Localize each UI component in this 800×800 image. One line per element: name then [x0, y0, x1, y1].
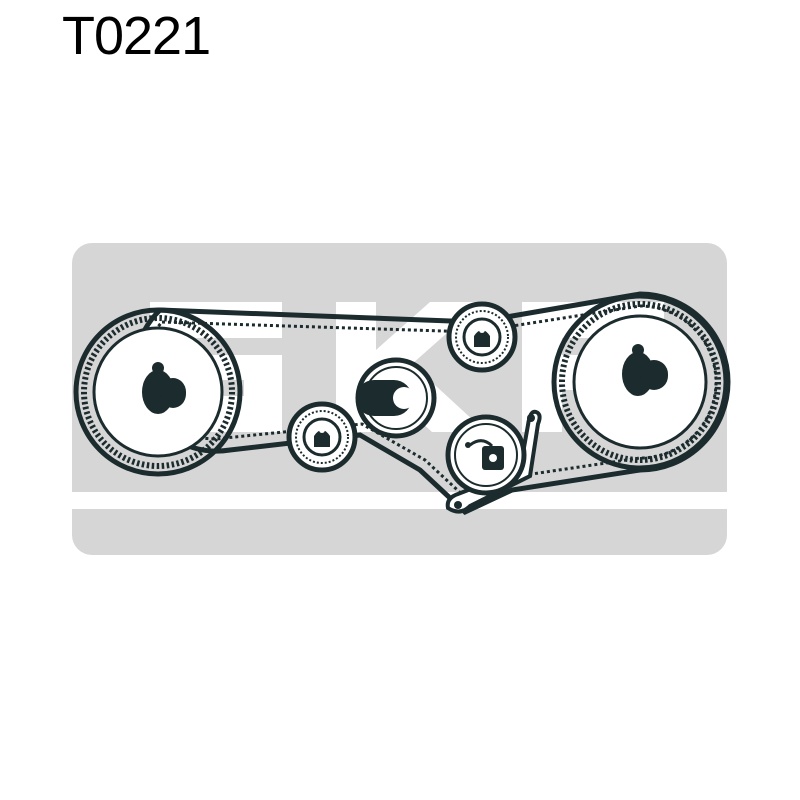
- camshaft-gear-right: [551, 293, 729, 471]
- idler-pulley-upper: [446, 301, 518, 373]
- tensioner-assembly: [445, 409, 542, 514]
- logo-panel-stripe: [72, 492, 727, 509]
- camshaft-gear-left: [73, 307, 243, 477]
- part-code-title: T0221: [62, 6, 211, 66]
- belt-inner-edge: [142, 304, 718, 500]
- idler-pulley-lower: [286, 401, 358, 473]
- guide-pulley: [355, 357, 437, 439]
